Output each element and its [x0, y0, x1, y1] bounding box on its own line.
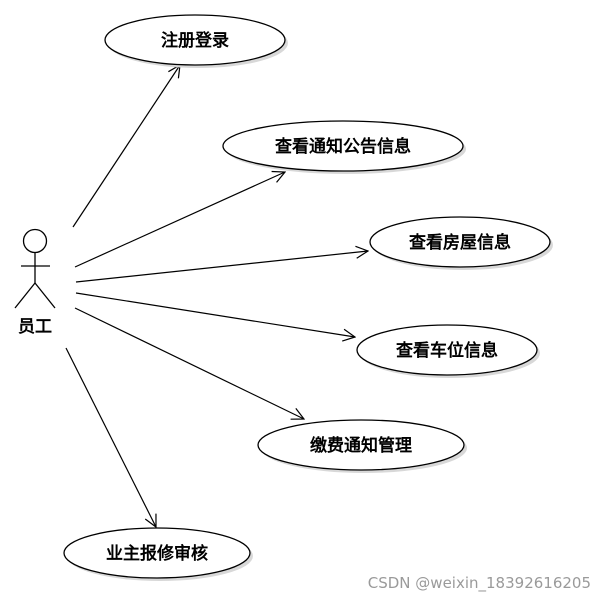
association-view-parking — [75, 292, 355, 337]
use-case-ellipse — [222, 120, 464, 172]
use-case-label: 查看通知公告信息 — [274, 136, 411, 157]
association-view-notices — [74, 172, 285, 268]
use-case-label: 业主报修审核 — [106, 543, 208, 564]
association-repair-review — [65, 347, 156, 527]
association-view-housing — [75, 251, 368, 283]
actor-head — [22, 228, 48, 254]
use-case-view-housing[interactable]: 查看房屋信息 — [369, 216, 553, 270]
association-payment-notice — [74, 307, 304, 419]
use-case-register-login[interactable]: 注册登录 — [104, 14, 288, 68]
actor-label: 员工 — [18, 317, 52, 337]
use-case-label: 注册登录 — [161, 30, 229, 51]
use-case-ellipse — [356, 324, 538, 376]
watermark-text: CSDN @weixin_18392616205 — [368, 574, 591, 593]
use-case-ellipse — [104, 14, 286, 66]
actor-left-leg — [14, 282, 36, 309]
use-case-ellipse — [257, 419, 465, 471]
use-case-repair-review[interactable]: 业主报修审核 — [63, 527, 253, 581]
use-case-label: 查看车位信息 — [395, 340, 498, 361]
use-case-label: 查看房屋信息 — [408, 232, 511, 253]
actor-right-leg — [34, 282, 56, 309]
association-register-login — [72, 65, 180, 228]
use-case-ellipse — [63, 527, 251, 579]
use-case-payment-notice[interactable]: 缴费通知管理 — [257, 419, 467, 473]
use-case-view-notices[interactable]: 查看通知公告信息 — [222, 120, 466, 174]
use-case-view-parking[interactable]: 查看车位信息 — [356, 324, 540, 378]
use-case-ellipse — [369, 216, 551, 268]
actor-employee: 员工 — [14, 228, 56, 337]
use-case-label: 缴费通知管理 — [310, 435, 412, 456]
associations — [65, 65, 368, 527]
